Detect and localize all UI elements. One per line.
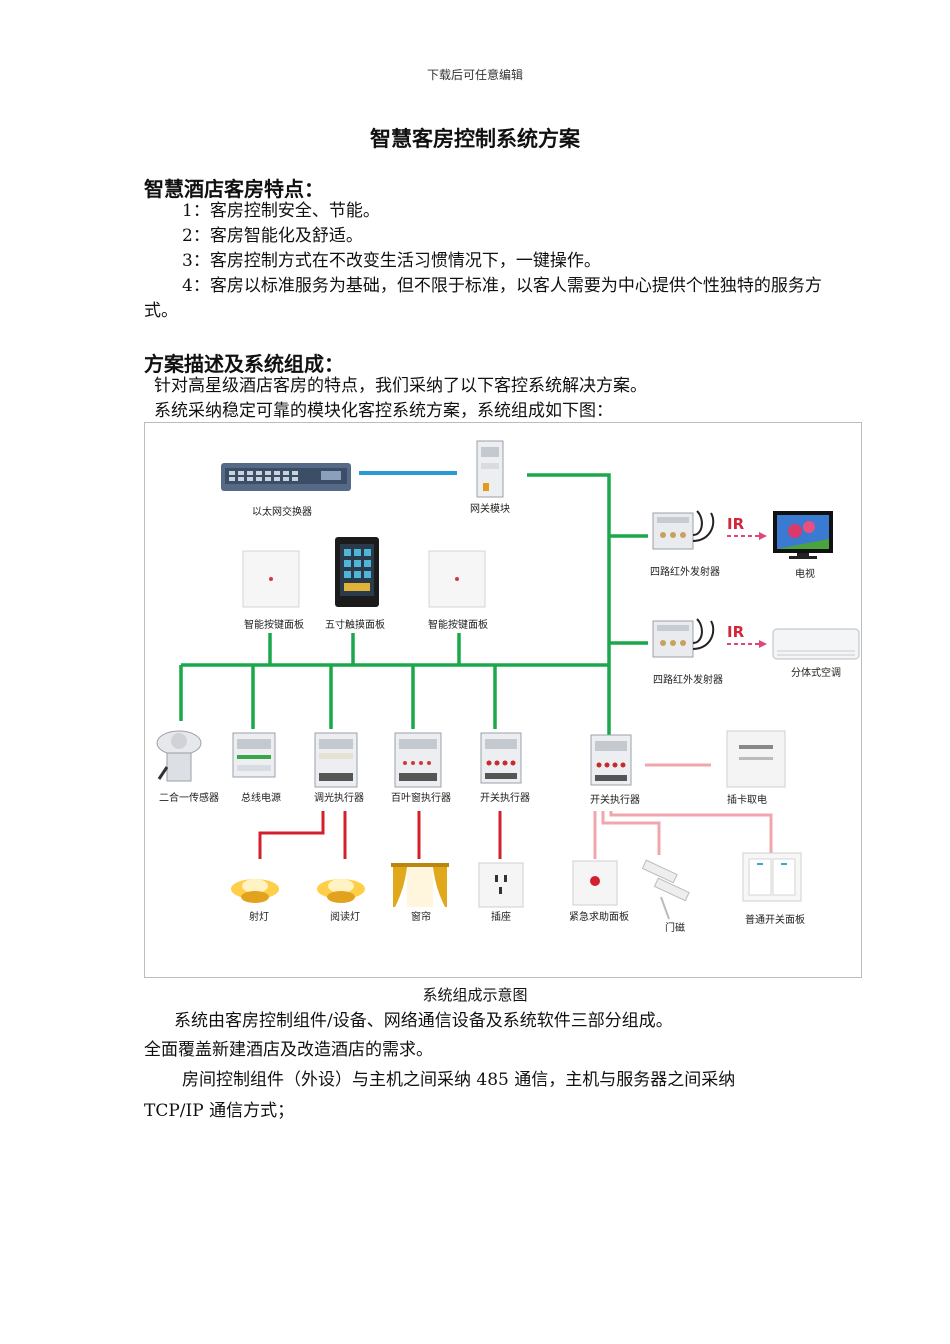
label-curtain: 窗帘 (411, 910, 431, 923)
body-paragraph-4: TCP/IP 通信方式； (144, 1101, 295, 1121)
system-diagram: IR IR 以太网交换器 网关模块 智能按键面板 (144, 422, 862, 978)
emergency-panel-icon (572, 860, 618, 906)
ir-emitter-icon (652, 510, 715, 550)
label-relay1: 开关执行器 (480, 791, 530, 804)
door-contact-icon (641, 859, 690, 920)
card-switch-icon (726, 730, 786, 788)
header-note: 下载后可任意编辑 (426, 68, 523, 82)
diagram-caption: 系统组成示意图 (422, 986, 528, 1004)
ir-tag-1: IR (727, 515, 745, 533)
solution-line-1: 针对高星级酒店客房的特点，我们采纳了以下客控系统解决方案。 (154, 376, 647, 396)
solution-line-2: 系统采纳稳定可靠的模块化客控系统方案，系统组成如下图： (154, 401, 613, 421)
body-paragraph-2: 全面覆盖新建酒店及改造酒店的需求。 (144, 1040, 433, 1060)
label-ac: 分体式空调 (791, 666, 841, 679)
section-heading-features: 智慧酒店客房特点： (144, 177, 324, 201)
socket-icon (478, 862, 524, 908)
label-gateway: 网关模块 (470, 502, 510, 515)
touch-panel-icon (335, 537, 379, 607)
ethernet-switch-icon (221, 463, 351, 491)
reading-lamp-icon (317, 879, 365, 903)
body-paragraph-3: 房间控制组件（外设）与主机之间采纳 485 通信，主机与服务器之间采纳 (182, 1070, 736, 1090)
ir-arrowhead-2 (759, 640, 767, 648)
feature-item-1: 1：客房控制安全、节能。 (182, 201, 380, 221)
label-ir2: 四路红外发射器 (653, 673, 723, 686)
switch-actuator-icon (480, 732, 522, 784)
label-door: 门磁 (665, 921, 685, 934)
switch-actuator-icon (590, 734, 632, 786)
label-panel-left: 智能按键面板 (244, 618, 304, 631)
sensor-icon (156, 730, 202, 782)
label-spotlight: 射灯 (249, 911, 269, 923)
label-dimmer: 调光执行器 (314, 791, 364, 804)
label-ir1: 四路红外发射器 (650, 565, 720, 578)
key-panel-icon (428, 550, 486, 608)
label-socket: 插座 (491, 910, 511, 923)
body-paragraph-1: 系统由客房控制组件/设备、网络通信设备及系统软件三部分组成。 (174, 1011, 673, 1031)
tv-icon (773, 511, 833, 559)
bus-lines (179, 473, 648, 735)
bus-power-icon (232, 732, 276, 778)
label-emergency: 紧急求助面板 (569, 910, 629, 923)
label-blind: 百叶窗执行器 (391, 791, 451, 804)
document-title: 智慧客房控制系统方案 (370, 126, 580, 151)
label-bus-power: 总线电源 (241, 791, 281, 804)
blind-actuator-icon (394, 732, 442, 788)
section-heading-solution: 方案描述及系统组成： (144, 352, 344, 376)
label-tv: 电视 (795, 567, 815, 580)
ir-tag-2: IR (727, 623, 745, 641)
system-diagram-canvas: IR IR 以太网交换器 网关模块 智能按键面板 (156, 440, 860, 934)
label-sensor: 二合一传感器 (159, 791, 219, 804)
label-relay2: 开关执行器 (590, 793, 640, 806)
ir-arrows (727, 535, 759, 645)
signal-lines (593, 763, 773, 859)
ir-arrowhead-1 (759, 532, 767, 540)
dimmer-actuator-icon (314, 732, 358, 788)
curtain-icon (391, 863, 449, 907)
label-normal-switch: 普通开关面板 (745, 913, 805, 926)
label-touch-panel: 五寸触摸面板 (325, 618, 385, 631)
spotlight-icon (231, 879, 279, 903)
gateway-module-icon (476, 440, 504, 498)
feature-item-2: 2：客房智能化及舒适。 (182, 226, 363, 246)
feature-item-4: 4：客房以标准服务为基础，但不限于标准，以客人需要为中心提供个性独特的服务方式。 (144, 276, 822, 321)
label-switch: 以太网交换器 (252, 505, 312, 518)
key-panel-icon (242, 550, 300, 608)
label-card: 插卡取电 (727, 793, 767, 806)
ir-emitter-icon (652, 618, 715, 658)
normal-switch-panel-icon (742, 852, 802, 902)
feature-item-3: 3：客房控制方式在不改变生活习惯情况下，一键操作。 (182, 251, 601, 271)
air-conditioner-icon (772, 628, 860, 660)
power-lines (258, 811, 502, 859)
label-panel-right: 智能按键面板 (428, 618, 488, 631)
label-reading: 阅读灯 (330, 910, 360, 923)
